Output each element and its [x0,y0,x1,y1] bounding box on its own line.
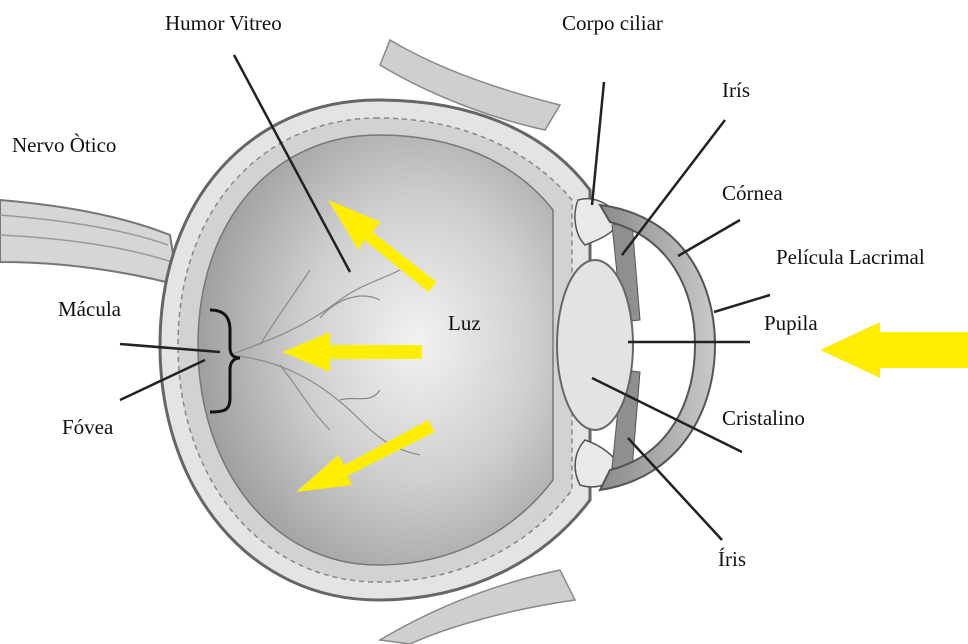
label-fovea: Fóvea [62,415,114,439]
leader-iris-top [622,120,725,255]
label-luz: Luz [448,311,481,335]
leader-corpo-ciliar [592,82,604,205]
label-corpo-ciliar: Corpo ciliar [562,11,663,35]
label-nervo-otico: Nervo Òtico [12,133,116,157]
label-cornea: Córnea [722,181,783,205]
lens [557,260,633,430]
label-pelicula-lacrimal: Película Lacrimal [776,245,925,269]
leader-pelicula [714,295,770,312]
label-humor-vitreo: Humor Vitreo [165,11,282,35]
label-macula: Mácula [58,297,122,321]
leader-cornea [678,220,740,256]
optic-nerve [0,200,178,285]
label-cristalino: Cristalino [722,406,805,430]
label-iris-top: Irís [722,78,750,102]
label-pupila: Pupila [764,311,818,335]
label-iris-bottom: Íris [718,547,746,571]
light-arrow-incoming [820,322,968,378]
